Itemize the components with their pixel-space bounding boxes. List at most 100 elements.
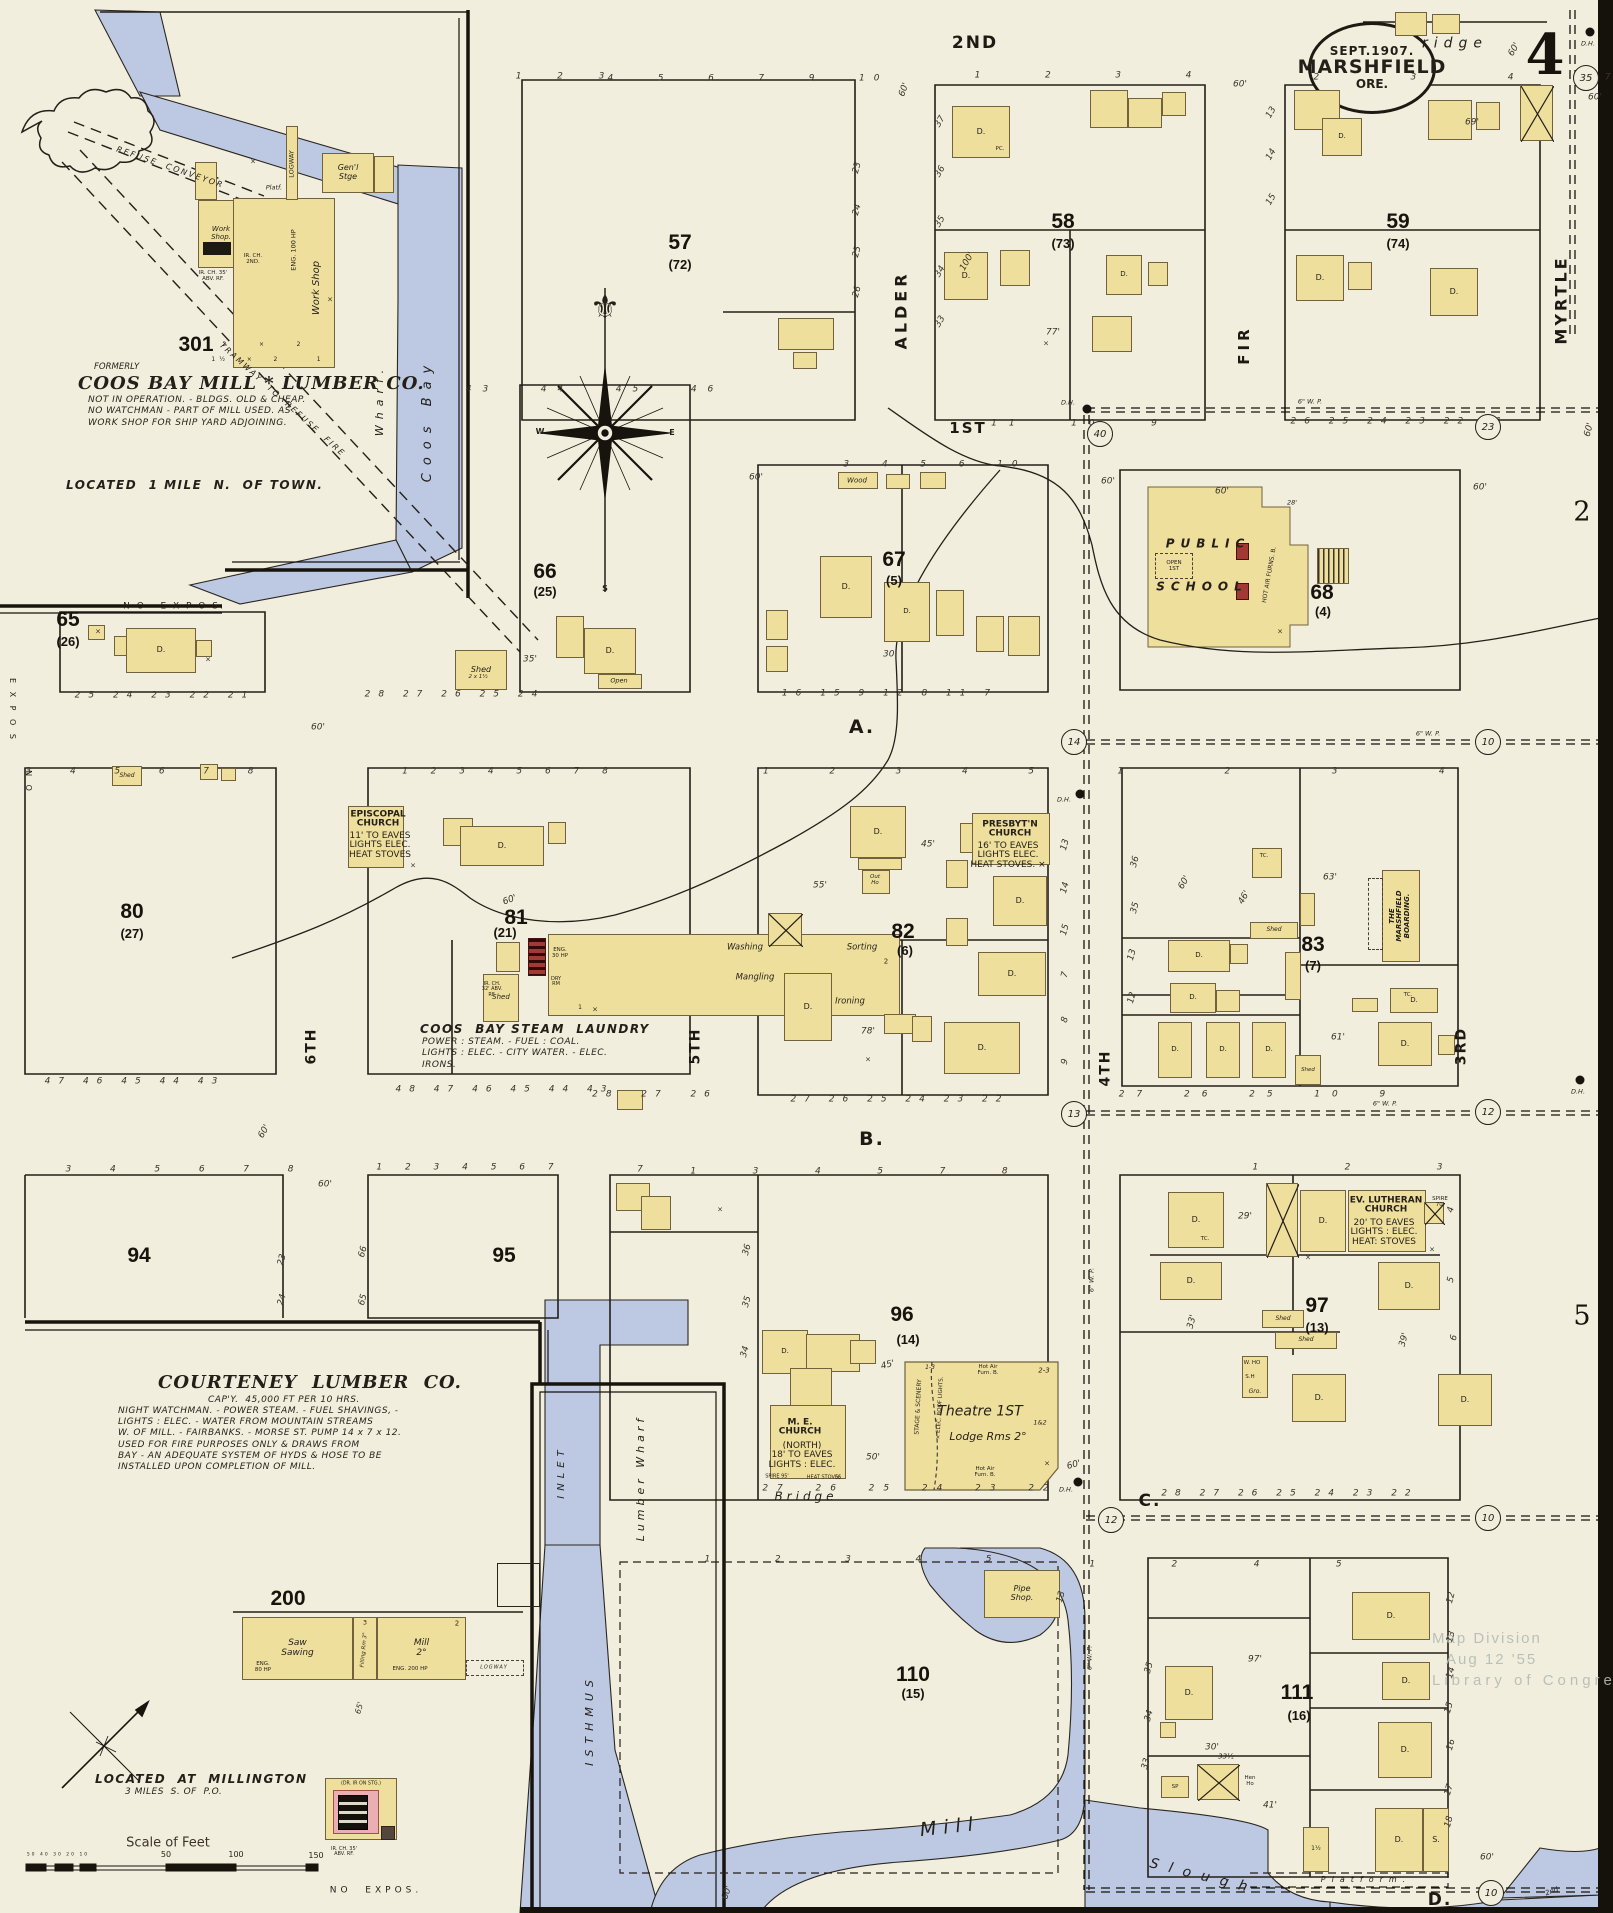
street-bridge: Bridge [774,1489,838,1504]
block-subnumber: (74) [1386,236,1410,252]
map-label: ENG. 80 HP [254,1661,272,1673]
building [838,472,878,489]
building [1476,102,1500,130]
building [1432,14,1460,34]
map-label: 25 24 23 22 21 [74,690,256,701]
map-label: 3 [362,1618,368,1627]
building [233,198,335,368]
title-oval: SEPT.1907. MARSHFIELD ORE. [1298,22,1445,114]
map-label: 28 27 26 25 24 [364,689,546,700]
map-label: × [250,157,256,166]
street-2nd: 2ND [951,33,999,54]
building-label: D. [1449,286,1459,296]
map-label: IR. CH. 35' ABV. RF. [330,1845,358,1857]
public-school-label: PUBLIC [1165,536,1251,551]
building [1092,316,1132,352]
building [286,126,298,200]
map-label: 1 [578,1003,582,1011]
building [770,1405,846,1479]
sheet-number: 4 [1525,22,1565,88]
map-label: 3 4 5 6 10 [843,459,1027,470]
map-label: 2 × 2 [222,340,306,348]
building-label: D. [1195,951,1203,960]
episcopal-church-label: EPISCOPAL CHURCH [350,809,406,829]
map-label: LOGWAY [480,1664,508,1671]
map-label: 63' [1323,872,1337,883]
block-number-81: 81 [504,905,528,929]
building [766,646,788,672]
adjacent-sheet-5: 5 [1573,1300,1591,1332]
block-number-58: 58 [1051,209,1075,233]
map-label: 50' [866,1452,880,1463]
building [768,913,803,947]
map-label: PC. [995,146,1005,153]
map-label: 78' [861,1026,875,1037]
map-label: W. HO [1243,1360,1261,1367]
block-subnumber: (72) [668,257,692,273]
building [862,870,890,894]
map-label: TC. [1259,853,1269,860]
hydrant-dot [1073,1477,1083,1487]
map-label: 1-3 [925,1363,935,1371]
map-label: 60' [1588,92,1602,103]
water-main-circle: 14 [1061,729,1087,755]
building: Shed [483,974,519,1022]
map-label: 35' [523,654,537,665]
building: OPEN 1ST [1155,553,1193,579]
creek-lines [231,407,1601,959]
note-line: W. OF MILL. - FAIRBANKS. - MORSE ST. PUM… [118,1428,402,1439]
note-line: 3 MILES S. OF P.O. [125,1787,223,1797]
building-label: Shed [119,771,135,779]
block-subnumber: (26) [56,634,80,650]
building-label: D. [1007,968,1017,978]
x-mark [769,914,803,947]
map-label: × [717,1205,723,1214]
cloud-outline [20,88,155,173]
water-main-circle: 12 [1475,1099,1501,1125]
block-subnumber: (13) [1305,1320,1329,1336]
scale-50: 50 [160,1849,172,1859]
building [1424,1202,1445,1225]
building: D. [1168,940,1230,972]
building [858,858,902,870]
property-borders [0,10,726,1913]
presbyterian-church-label: PRESBYT'N CHURCH [982,819,1038,839]
water-pipe-label: 6" W. P. [1372,1099,1398,1108]
note-line: NO WATCHMAN - PART OF MILL USED. AS [88,406,291,417]
note-line: INSTALLED UPON COMPLETION OF MILL. [118,1462,316,1472]
map-label: 1 3 4 5 7 8 [690,1166,1020,1177]
map-label: × [327,295,333,304]
map-label: 1 2 3 4 5 [704,1554,1006,1565]
compass-s: S [602,583,608,593]
hydrant-dot [1575,1075,1585,1085]
building [466,1660,524,1676]
building-label: D. [1315,272,1325,282]
building: D. [1322,118,1362,156]
building-label: D. [1400,1744,1410,1754]
building [920,472,946,489]
map-label: 30' [883,649,897,660]
block-number-65: 65 [56,607,80,631]
map-label: × [205,655,211,664]
north-arrow [61,1699,150,1789]
map-label: SPIRE 70' [1432,1196,1448,1208]
stamp-line-2: Aug 12 '55 [1446,1651,1538,1668]
map-label: Wood [847,476,867,485]
map-label: × [865,1055,871,1064]
building-label: D. [1401,1675,1411,1685]
building: Shed [1262,1310,1304,1328]
map-label: IR. CH. 32' ABV. RF. [481,981,503,998]
building: Shed [1250,922,1298,939]
building: Mill 2° [377,1617,466,1680]
building-label: D. [156,645,166,655]
hydrant-dot [1585,27,1595,37]
stamp-line-1: Map Division [1432,1630,1542,1647]
street-ridge: ridge [1421,35,1489,52]
building [1160,1722,1176,1738]
block-number-200: 200 [270,1586,306,1610]
located-note-1: LOCATED 1 MILE N. OF TOWN. [66,478,323,493]
compass-w: W [535,426,545,436]
map-label: 60' [749,472,763,483]
building-label: D. [903,607,911,616]
